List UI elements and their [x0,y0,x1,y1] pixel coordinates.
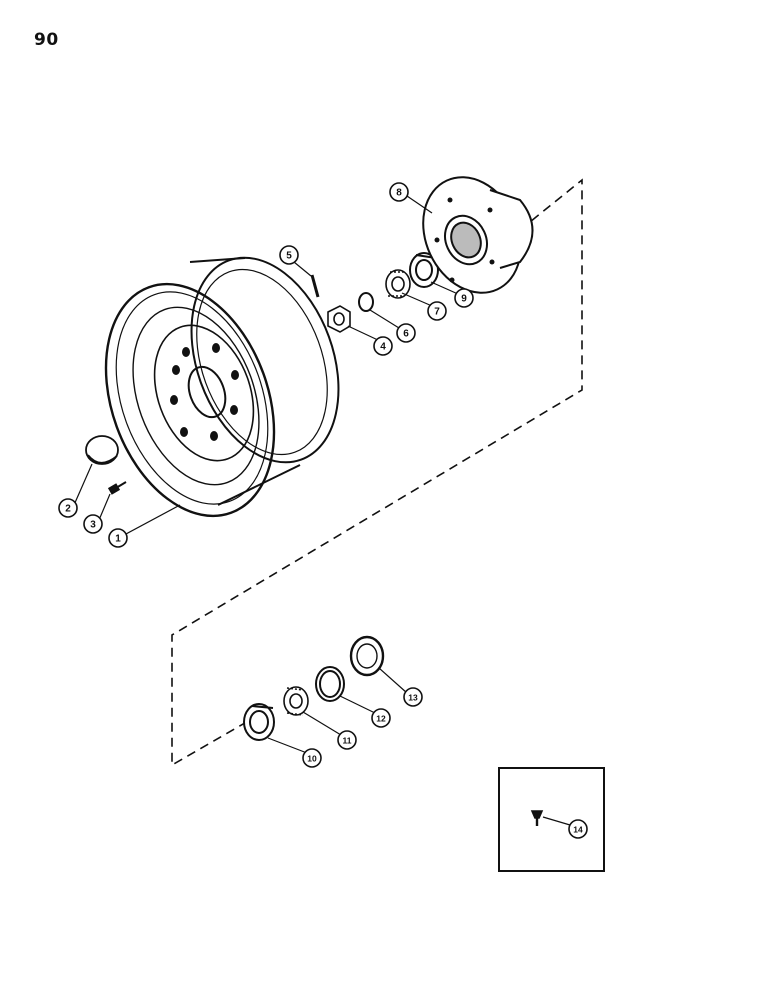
callout-label: 4 [380,342,386,353]
hub-cap-bolt [107,481,127,495]
callout-circle [396,323,416,343]
retainer-ring [315,666,345,702]
callout-2: 2 [58,498,78,518]
callout-circle [302,748,322,768]
callout-circle [373,336,393,356]
callout-circle [279,245,299,265]
callout-label: 14 [573,825,583,835]
wheel-rim [104,256,340,518]
callout-12: 12 [371,708,391,728]
page-number: 90 [34,30,59,50]
callout-label: 9 [461,294,467,305]
callout-label: 13 [408,693,418,703]
grease-seal [349,635,385,677]
wheel-hub [422,176,534,294]
callout-circle [403,687,423,707]
callout-label: 12 [376,714,386,724]
callout-circle [58,498,78,518]
callout-circle [337,730,357,750]
callout-label: 7 [434,307,440,318]
callout-label: 10 [307,754,317,764]
callout-1: 1 [108,528,128,548]
hub-cap [85,435,119,465]
washer [358,292,374,312]
callout-9: 9 [454,288,474,308]
callout-circle [427,301,447,321]
callout-label: 11 [343,736,352,746]
callout-10: 10 [302,748,322,768]
valve-stem [530,810,544,826]
outer-bearing-cup [409,252,439,288]
callout-3: 3 [83,514,103,534]
callout-4: 4 [373,336,393,356]
assembly-dashed-line [171,178,583,767]
callout-circle [454,288,474,308]
callout-label: 2 [65,504,71,515]
callout-5: 5 [279,245,299,265]
callout-14: 14 [568,819,588,839]
callout-circle [371,708,391,728]
callout-circle [108,528,128,548]
cotter-pin [310,274,320,298]
callout-label: 6 [403,329,409,340]
callout-circle [83,514,103,534]
callout-11: 11 [337,730,357,750]
callout-6: 6 [396,323,416,343]
inner-bearing-cup [243,703,275,741]
callout-13: 13 [403,687,423,707]
outer-bearing-cone [385,269,411,299]
callout-7: 7 [427,301,447,321]
castle-nut [327,305,351,333]
callout-8: 8 [389,182,409,202]
leader-lines [73,195,571,826]
inner-bearing-cone [283,686,309,716]
callout-label: 5 [286,251,292,262]
callout-label: 8 [396,188,402,199]
callout-label: 1 [115,534,121,545]
callout-circle [389,182,409,202]
callout-circle [568,819,588,839]
callout-label: 3 [90,520,96,531]
